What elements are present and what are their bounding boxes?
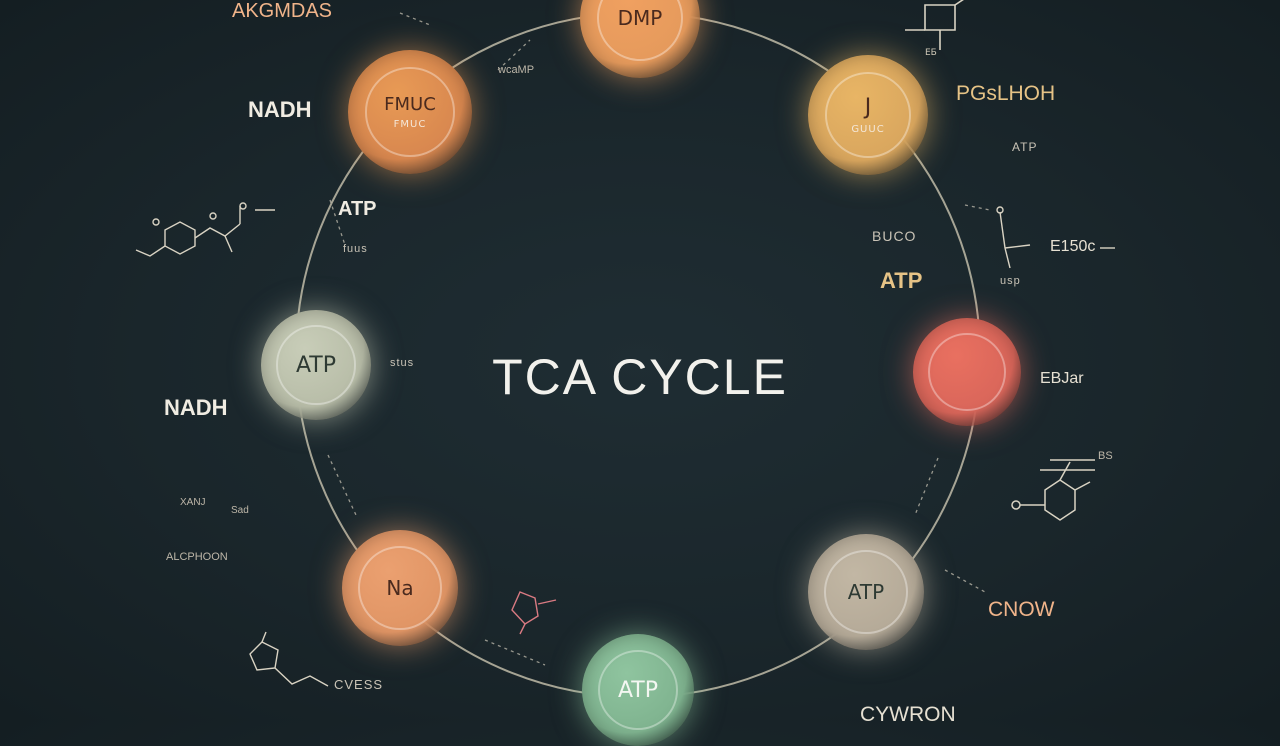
label-atp-left-small: fuus (343, 243, 368, 255)
cycle-node (913, 318, 1021, 426)
node-label: ATP (617, 677, 659, 703)
label-cnow: CNOW (988, 598, 1055, 621)
dash-line (964, 204, 991, 211)
node-inner-ring (824, 71, 912, 159)
label-nadh-upper: NADH (248, 97, 312, 122)
label-mid-left-small: stus (390, 357, 415, 369)
cycle-node: ATP (808, 534, 924, 650)
node-label: Na (386, 576, 414, 600)
mol-bond (224, 235, 233, 253)
mol-bond (999, 211, 1006, 249)
dash-line (944, 569, 986, 593)
mol-bond (1059, 461, 1071, 481)
mol-ring (249, 641, 279, 671)
node-sublabel: FMUC (393, 119, 427, 130)
node-label: ATP (295, 352, 337, 378)
mol-ring (924, 4, 956, 31)
node-label: J (864, 95, 872, 120)
cycle-node: Na (342, 530, 458, 646)
mol-atom (152, 218, 160, 226)
label-atp-small-right: ATP (1012, 140, 1038, 154)
label-alcphoon: ALCPHOON (166, 551, 228, 563)
diagram-title: TCA CYCLE (492, 349, 788, 405)
label-top-small: wcaMP (498, 64, 535, 76)
label-bottom-right: CYWRON (860, 703, 956, 726)
label-bottom-small: CVESS (334, 677, 384, 692)
mol-mini-label: ЕБ (925, 48, 937, 58)
molecule-sketch-right (996, 206, 1115, 269)
mol-atom (239, 202, 247, 210)
mol-bond (1004, 247, 1011, 269)
cycle-node: ATP (582, 634, 694, 746)
dashed-connectors (327, 12, 991, 666)
mol-ring (511, 591, 539, 625)
node-inner-ring (365, 67, 455, 157)
mol-ring (164, 221, 196, 255)
cycle-node: ATP (261, 310, 371, 420)
mol-ring (1044, 479, 1076, 521)
mol-chain (135, 245, 166, 257)
label-right-formula: E150c (1050, 238, 1096, 255)
molecule-sketch-lowleft (249, 631, 329, 687)
label-sad: Sad (231, 505, 249, 516)
mol-atom (209, 212, 217, 220)
mol-chain (274, 667, 329, 687)
mol-atom (1011, 500, 1021, 510)
label-axand: XANJ (180, 497, 206, 508)
label-atp-right-small: BUCO (872, 228, 917, 244)
node-inner-ring (358, 546, 442, 630)
cycle-node: J GUUC (808, 55, 928, 175)
molecule-sketch-topright: ЕБ (905, 0, 964, 58)
label-nadh-lower: NADH (164, 395, 228, 420)
node-inner-ring (928, 333, 1006, 411)
label-atp-right: ATP (880, 268, 923, 293)
dash-line (399, 12, 431, 26)
node-sublabel: GUUC (851, 124, 885, 135)
dash-line (497, 39, 531, 71)
dash-line (484, 639, 546, 666)
mol-bond (261, 631, 267, 643)
mol-bond (519, 623, 526, 635)
label-ebjar: EBJar (1040, 370, 1084, 387)
label-pgo: PGsLHOH (956, 82, 1056, 105)
node-label: DMP (617, 6, 663, 30)
node-inner-ring (276, 325, 356, 405)
mol-chain (194, 223, 241, 239)
mol-bond (1004, 244, 1031, 249)
cycle-node: FMUC FMUC (348, 50, 472, 174)
molecule-sketch-bottom (511, 591, 557, 635)
label-right-small: usp (1000, 275, 1021, 287)
dash-line (914, 457, 939, 516)
label-atp-left: ATP (338, 198, 377, 220)
mol-bond (1074, 481, 1091, 491)
mol-bond (954, 0, 964, 6)
label-top-left: AKGMDAS (232, 0, 333, 22)
dash-line (329, 199, 346, 246)
node-label: FMUC (384, 94, 436, 115)
molecule-sketch-lowright (1011, 459, 1095, 521)
label-bottom-right-mini: BS (1098, 450, 1113, 462)
molecule-sketch-left (135, 202, 275, 257)
node-label: ATP (847, 580, 885, 604)
node-inner-ring (824, 550, 908, 634)
mol-bond (537, 599, 557, 605)
mol-atom (996, 206, 1004, 214)
